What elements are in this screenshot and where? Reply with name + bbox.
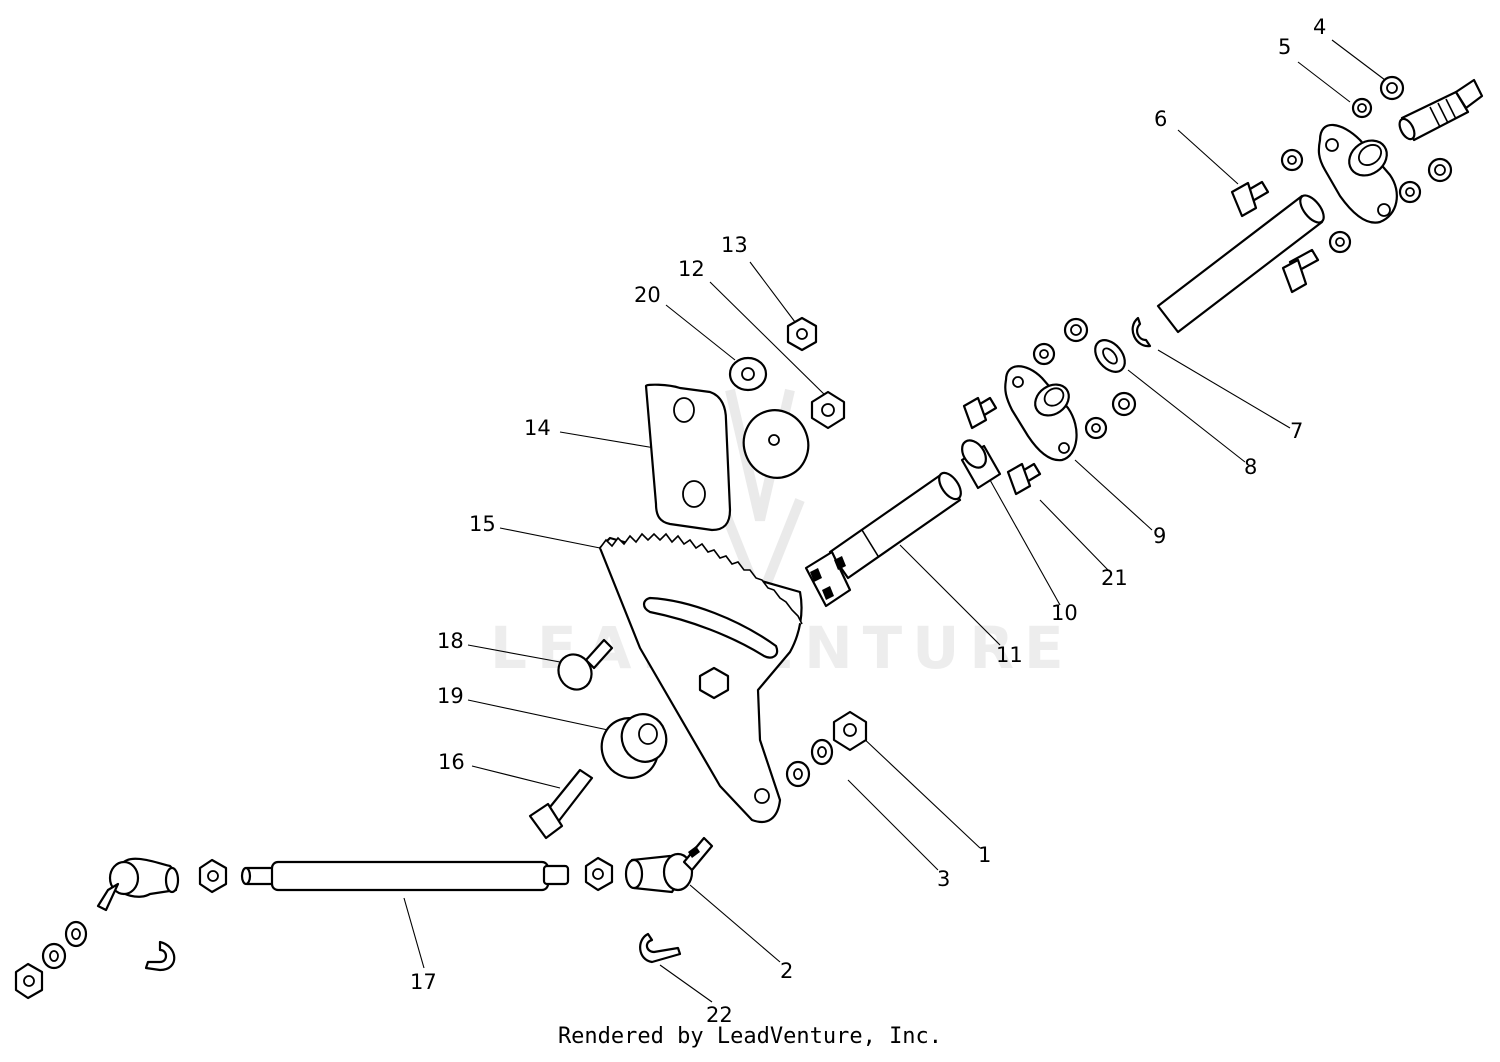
callout-12: 12	[678, 257, 705, 281]
shoulder-bolt-18	[557, 638, 614, 691]
threaded-stud	[1398, 78, 1484, 142]
hair-pin-clip-22	[639, 932, 682, 964]
callout-8: 8	[1244, 455, 1257, 479]
middle-nuts	[1032, 317, 1137, 440]
callout-15: 15	[469, 512, 496, 536]
callout-18: 18	[437, 629, 464, 653]
callout-20: 20	[634, 283, 661, 307]
upper-tube	[1156, 194, 1325, 334]
bolt-16	[528, 768, 594, 840]
callout-9: 9	[1153, 524, 1166, 548]
washers-3	[785, 738, 834, 788]
roller-19	[600, 713, 668, 779]
callout-21: 21	[1101, 566, 1128, 590]
pinion-shaft	[804, 471, 962, 608]
callout-14: 14	[524, 416, 551, 440]
nut-12	[810, 390, 846, 430]
credit-text: Rendered by LeadVenture, Inc.	[557, 1024, 943, 1049]
middle-flange-bearing	[1004, 365, 1078, 462]
nut-1	[832, 710, 868, 752]
leader-lines	[403, 39, 1386, 1003]
callout-7: 7	[1290, 419, 1303, 443]
upper-flange-bearing	[1317, 123, 1398, 224]
washer-20	[728, 356, 768, 392]
callout-10: 10	[1051, 601, 1078, 625]
callout-6: 6	[1154, 107, 1167, 131]
callout-labels: 1 2 3 4 5 6 7 8 9 10 11 12 13 14 15 16 1…	[410, 15, 1326, 1027]
callout-3: 3	[937, 867, 950, 891]
bushing	[960, 439, 1002, 490]
tie-rod-17	[240, 860, 570, 892]
e-clip	[1131, 316, 1152, 348]
ball-joint-2	[624, 836, 714, 894]
middle-bolts	[962, 396, 1042, 496]
callout-5: 5	[1278, 35, 1291, 59]
callout-2: 2	[780, 959, 793, 983]
left-washers	[14, 920, 88, 1000]
callout-16: 16	[438, 750, 465, 774]
plate-14	[644, 383, 732, 532]
upper-bolts	[1230, 180, 1320, 294]
callout-17: 17	[410, 970, 437, 994]
hair-pin-clip-left	[144, 940, 176, 972]
upper-nuts	[1280, 75, 1453, 254]
callout-19: 19	[437, 684, 464, 708]
nut-13	[786, 316, 818, 352]
callout-4: 4	[1313, 15, 1326, 39]
jam-nut-left	[198, 858, 228, 894]
sector-gear	[598, 532, 803, 824]
jam-nut-right	[584, 856, 614, 892]
spacer-washer	[1094, 339, 1126, 373]
ball-joint-left	[96, 857, 180, 912]
callout-13: 13	[721, 233, 748, 257]
large-washer	[742, 409, 810, 479]
callout-11: 11	[996, 643, 1023, 667]
callout-22: 22	[706, 1003, 733, 1027]
callout-1: 1	[978, 843, 991, 867]
